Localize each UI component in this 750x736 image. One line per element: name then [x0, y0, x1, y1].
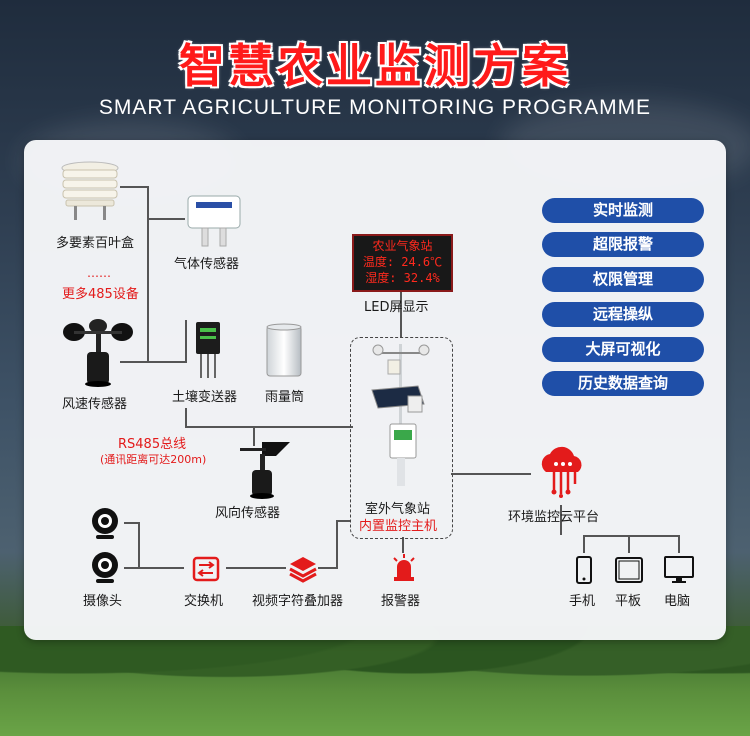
connector-line — [402, 537, 404, 553]
louver-box-icon — [61, 161, 119, 220]
connector-line — [185, 426, 353, 428]
connector-line — [124, 567, 184, 569]
connector-line — [124, 522, 140, 524]
connector-line — [628, 535, 630, 553]
device-label-phone: 手机 — [569, 594, 596, 609]
connector-line — [138, 522, 140, 568]
led-display-screen: 农业气象站 温度: 24.6℃ 湿度: 32.4% — [352, 234, 453, 292]
camera-icon — [92, 552, 118, 583]
switch-icon — [192, 556, 220, 582]
more-devices-label: 更多485设备 — [62, 287, 139, 302]
phone-icon — [576, 556, 592, 584]
louver-box-label: 多要素百叶盒 — [56, 236, 135, 251]
alarm-siren-icon — [393, 554, 415, 581]
connector-line — [560, 505, 562, 535]
weather-station-label: 室外气象站 — [365, 502, 431, 517]
connector-line — [147, 186, 149, 362]
camera-label: 摄像头 — [83, 594, 123, 609]
connector-line — [147, 218, 185, 220]
connector-line — [120, 186, 149, 188]
feature-remote-control: 远程操纵 — [542, 302, 704, 327]
cloud-platform-label: 环境监控云平台 — [508, 510, 600, 525]
connector-line — [147, 361, 187, 363]
video-overlay-label: 视频字符叠加器 — [252, 594, 344, 609]
computer-icon — [664, 556, 694, 583]
feature-permission-management: 权限管理 — [542, 267, 704, 292]
soil-transmitter-icon — [196, 322, 220, 378]
tablet-icon — [615, 557, 643, 583]
connector-line — [120, 361, 149, 363]
connector-line — [451, 473, 531, 475]
device-label-computer: 电脑 — [664, 594, 691, 609]
rain-gauge-label: 雨量筒 — [265, 390, 305, 405]
connector-line — [336, 520, 338, 569]
tree-line-background — [0, 626, 750, 736]
connector-line — [226, 567, 286, 569]
connector-line — [253, 426, 255, 446]
connector-line — [318, 567, 338, 569]
gas-sensor-icon — [187, 195, 241, 247]
connector-line — [336, 520, 351, 522]
weather-station-frame — [350, 337, 453, 539]
feature-overlimit-alarm: 超限报警 — [542, 232, 704, 257]
connector-line — [678, 535, 680, 553]
switch-label: 交换机 — [184, 594, 224, 609]
connector-line — [583, 535, 585, 553]
weather-station-sublabel: 内置监控主机 — [359, 519, 438, 534]
wind-direction-label: 风向传感器 — [215, 506, 281, 521]
connector-line — [185, 320, 187, 362]
camera-icon — [92, 508, 118, 539]
wind-speed-label: 风速传感器 — [62, 397, 128, 412]
rain-gauge-icon — [266, 323, 302, 377]
led-line-title: 农业气象站 — [372, 239, 433, 253]
layers-icon — [289, 557, 317, 583]
page-title: 智慧农业监测方案 — [179, 39, 571, 93]
rs485-bus-label: RS485总线 — [118, 437, 187, 452]
connector-line — [185, 408, 187, 428]
cloud-platform-icon — [541, 446, 582, 498]
feature-history-query: 历史数据查询 — [542, 371, 704, 396]
led-line-temperature: 温度: 24.6℃ — [362, 255, 443, 269]
feature-realtime-monitoring: 实时监测 — [542, 198, 704, 223]
page-subtitle: SMART AGRICULTURE MONITORING PROGRAMME — [98, 96, 652, 119]
rs485-distance-label: (通讯距离可达200m) — [100, 453, 207, 466]
connector-line — [583, 535, 679, 537]
weather-station-icon — [371, 344, 430, 486]
feature-big-screen-visualization: 大屏可视化 — [542, 337, 704, 362]
led-line-humidity: 湿度: 32.4% — [365, 271, 440, 285]
led-display-label: LED屏显示 — [364, 300, 429, 315]
gas-sensor-label: 气体传感器 — [174, 257, 240, 272]
alarm-label: 报警器 — [381, 594, 421, 609]
wind-speed-sensor-icon — [63, 319, 133, 387]
device-label-tablet: 平板 — [615, 594, 642, 609]
connector-line — [400, 290, 402, 338]
more-devices-dots: …… — [87, 266, 111, 280]
soil-transmitter-label: 土壤变送器 — [172, 390, 238, 405]
wind-direction-sensor-icon — [240, 442, 290, 499]
